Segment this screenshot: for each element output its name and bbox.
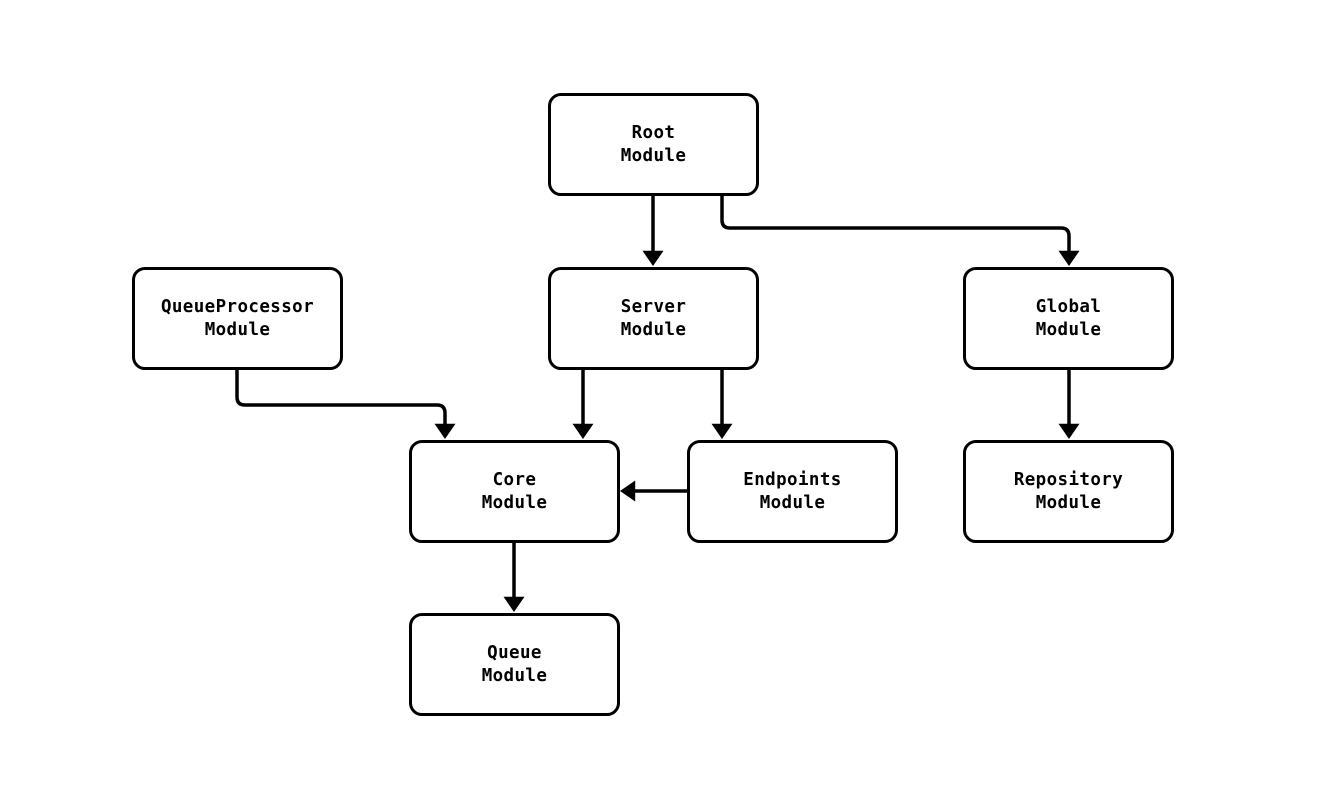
node-label-primary: QueueProcessor [160,296,315,317]
node-label-primary: Endpoints [743,469,842,490]
node-label-primary: Root [631,122,676,143]
arrowhead [1058,250,1080,266]
arrowhead [434,423,456,439]
edge-root-to-global [720,196,1080,266]
arrowhead [711,423,733,439]
node-label-secondary: Module [1035,319,1102,340]
node-label-secondary: Module [481,665,548,686]
node-label-primary: Queue [487,642,542,663]
node-label-primary: Repository [1013,469,1124,490]
arrowhead [1058,423,1080,439]
node-label-secondary: Module [204,319,271,340]
node-label-secondary: Module [620,145,687,166]
arrowhead [642,250,664,266]
edge-server-to-endpoints [711,370,733,439]
node-label-secondary: Module [1035,492,1102,513]
edge-server-to-core [572,370,594,439]
edge-queueprocessor-to-core [235,370,456,439]
arrowhead [620,480,636,502]
node-label-primary: Global [1035,296,1102,317]
node-label-secondary: Module [481,492,548,513]
edge-endpoints-to-core [620,480,687,502]
edge-core-to-queue [503,543,525,612]
arrowhead [503,596,525,612]
arrowhead [572,423,594,439]
edge-global-to-repository [1058,370,1080,439]
node-label-secondary: Module [759,492,826,513]
node-label-primary: Server [620,296,687,317]
node-label-secondary: Module [620,319,687,340]
edge-root-to-server [642,196,664,266]
node-label-primary: Core [492,469,537,490]
